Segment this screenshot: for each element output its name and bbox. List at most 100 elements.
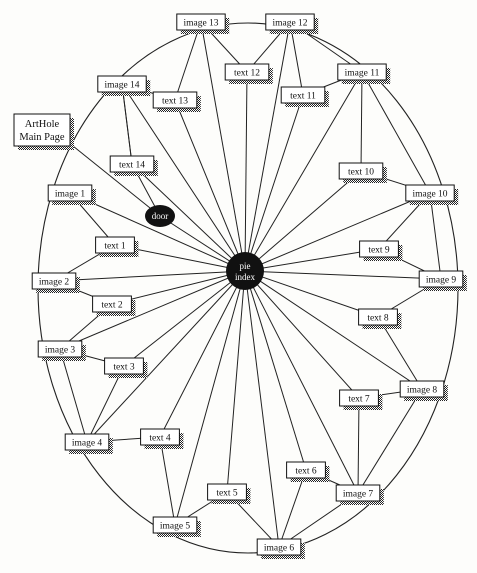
text-node-2-label: text 2 [101,301,123,311]
link-text-13-image-13 [174,21,202,101]
link-text-11-image-12 [289,21,304,96]
link-main-page-door [67,141,161,217]
image-node-13-label: image 13 [183,19,218,29]
text-node-8[interactable]: text 8 [358,308,402,329]
link-image-10-image-11 [361,71,431,194]
image-node-14[interactable]: image 14 [97,75,151,96]
door-label: door [152,211,169,221]
text-node-8-box [358,308,398,326]
spoke-text-9 [244,248,380,272]
text-node-4-label: text 4 [149,434,171,444]
link-text-3-image-4 [86,365,125,443]
image-node-7-box [335,484,381,502]
image-node-4[interactable]: image 4 [64,433,113,454]
text-node-14-label: text 14 [119,161,145,171]
text-node-8-label: text 8 [367,314,389,324]
spoke-image-9 [244,270,442,280]
door-node[interactable]: door [145,205,175,227]
text-node-9-box [359,240,399,258]
spoke-text-14 [131,163,246,272]
text-node-14[interactable]: text 14 [109,155,158,176]
text-node-12-label: text 12 [234,69,260,79]
text-node-11-label: text 11 [290,92,316,102]
text-node-6-label: text 6 [295,467,317,477]
image-node-7-label: image 7 [343,490,374,500]
spoke-image-2 [53,270,246,282]
text-node-12[interactable]: text 12 [224,63,273,84]
text-node-7-label: text 7 [348,395,370,405]
spoke-image-1 [69,192,246,272]
text-node-3-box [104,357,144,375]
text-node-2[interactable]: text 2 [92,295,136,316]
main-page-label-line2: Main Page [19,132,65,143]
text-node-7[interactable]: text 7 [339,389,383,410]
image-node-1[interactable]: image 1 [47,184,96,205]
image-node-11-label: image 11 [345,69,380,79]
image-node-13[interactable]: image 13 [176,13,230,34]
text-node-13[interactable]: text 13 [152,91,201,112]
link-image-10-image-9 [429,192,442,280]
main-page-box [13,113,71,147]
text-node-10-label: text 10 [348,168,374,178]
image-node-6[interactable]: image 6 [256,538,305,559]
image-node-12-label: image 12 [272,19,307,29]
image-node-2-box [31,272,77,290]
spoke-text-6 [244,270,307,471]
text-node-14-box [109,155,155,173]
image-node-8[interactable]: image 8 [399,380,448,401]
text-node-6-box [286,461,326,479]
spoke-text-8 [244,270,379,318]
link-image-3-image-4 [59,348,88,443]
spoke-text-13 [174,99,246,272]
text-node-4[interactable]: text 4 [140,428,184,449]
text-node-10[interactable]: text 10 [338,162,387,183]
image-node-14-label: image 14 [104,81,139,91]
link-text-6-image-6 [278,469,307,548]
spoke-text-4 [159,270,246,438]
image-node-9-label: image 9 [426,276,457,286]
text-node-10-box [338,162,384,180]
image-node-5[interactable]: image 5 [152,516,201,537]
text-node-9-label: text 9 [368,246,390,256]
image-node-10-box [405,184,455,202]
spoke-image-14 [121,83,246,272]
text-node-5[interactable]: text 5 [207,483,251,504]
text-node-3-label: text 3 [113,363,135,373]
image-node-3[interactable]: image 3 [37,340,86,361]
text-node-6[interactable]: text 6 [286,461,330,482]
image-node-9[interactable]: image 9 [418,270,467,291]
spoke-image-5 [174,270,246,526]
hub-label-line2: index [235,272,255,282]
image-node-4-label: image 4 [72,439,103,449]
text-node-5-box [207,483,247,501]
spoke-image-6 [244,270,280,548]
text-node-12-box [224,63,270,81]
image-node-12-box [265,13,315,31]
spoke-image-12 [244,21,291,272]
image-node-10-label: image 10 [412,190,447,200]
text-node-9[interactable]: text 9 [359,240,403,261]
text-node-11[interactable]: text 11 [280,86,329,107]
image-node-6-box [256,538,302,556]
hub-circle [226,252,264,290]
image-node-6-label: image 6 [264,544,295,554]
spoke-image-4 [86,270,246,443]
text-node-3[interactable]: text 3 [104,357,148,378]
spoke-image-8 [244,270,423,390]
door-shape [145,205,175,227]
image-node-10[interactable]: image 10 [405,184,459,205]
spoke-image-3 [59,270,246,350]
text-node-1[interactable]: text 1 [95,236,139,257]
image-node-11[interactable]: image 11 [337,63,391,84]
image-node-12[interactable]: image 12 [265,13,319,34]
image-node-2[interactable]: image 2 [31,272,80,293]
image-node-8-label: image 8 [407,386,438,396]
image-node-7[interactable]: image 7 [335,484,384,505]
image-node-13-box [176,13,226,31]
text-node-7-box [339,389,379,407]
image-node-1-label: image 1 [55,190,86,200]
link-text-7-image-7 [357,397,360,494]
